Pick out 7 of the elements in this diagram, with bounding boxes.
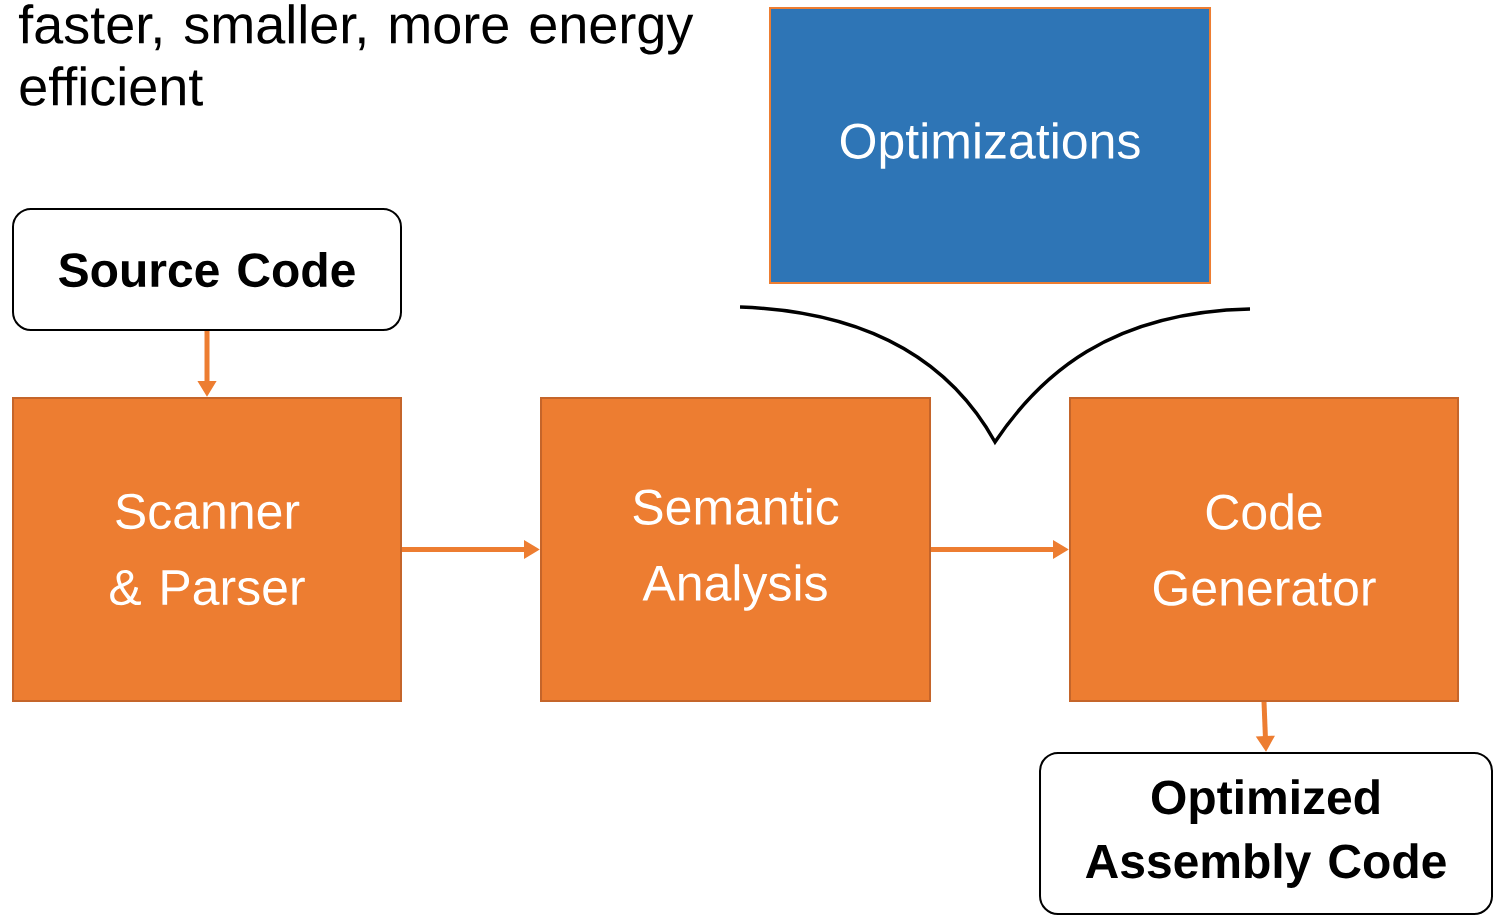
process-box: Code Generator [1069, 397, 1459, 702]
note-text: faster, smaller, more energy efficient [18, 4, 694, 106]
terminal-box: Optimized Assembly Code [1039, 752, 1493, 915]
process-box: Scanner & Parser [12, 397, 402, 702]
terminal-box: Source Code [12, 208, 402, 331]
optimization-box: Optimizations [769, 7, 1211, 284]
process-box: Semantic Analysis [540, 397, 931, 702]
